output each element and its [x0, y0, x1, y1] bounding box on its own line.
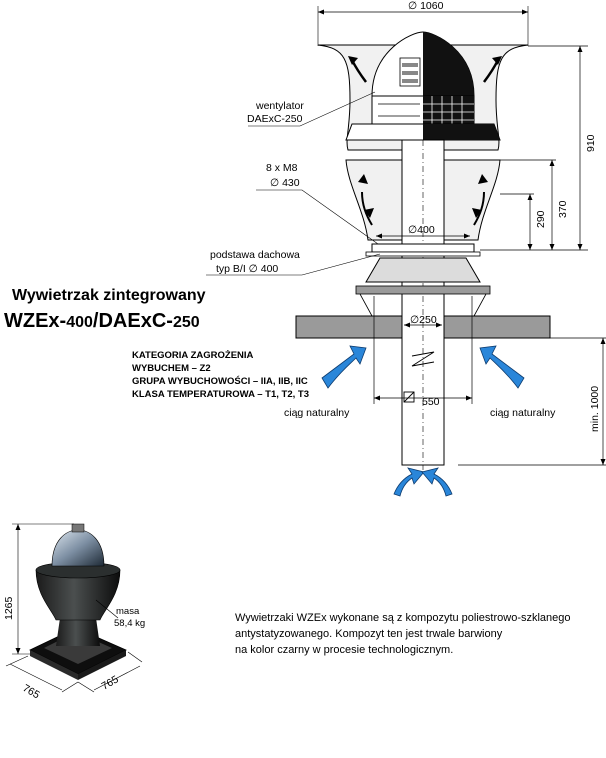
- label-base-2: typ B/I ∅ 400: [216, 263, 278, 275]
- label-d550: 550: [422, 396, 440, 408]
- label-h910: 910: [585, 134, 597, 152]
- category-line-2: WYBUCHEM – Z2: [132, 363, 211, 374]
- category-line-1: KATEGORIA ZAGROŻENIA: [132, 350, 254, 361]
- label-h290: 290: [535, 210, 547, 228]
- category-line-3: GRUPA WYBUCHOWOŚCI – IIA, IIB, IIC: [132, 375, 308, 387]
- fan-assembly: [345, 31, 501, 141]
- label-fan-2: DAExC-250: [247, 113, 303, 125]
- note-line-1: Wywietrzaki WZEx wykonane są z kompozytu…: [235, 612, 571, 624]
- roof-base: [355, 243, 491, 295]
- label-fan-1: wentylator: [255, 100, 304, 112]
- label-mass-2: 58,4 kg: [114, 618, 145, 629]
- leader-lines: [206, 91, 381, 276]
- roof-slab: [295, 293, 551, 339]
- label-bolts-2: ∅ 430: [270, 177, 300, 189]
- label-draft-left: ciąg naturalny: [284, 407, 350, 419]
- intake-arrows-blue: [321, 345, 525, 497]
- dimension-diameters: [373, 235, 473, 404]
- product-3d-view: [29, 523, 127, 680]
- label-base-1: podstawa dachowa: [210, 249, 300, 261]
- label-min1000: min. 1000: [589, 386, 601, 432]
- hazard-category: KATEGORIA ZAGROŻENIA WYBUCHEM – Z2 GRUPA…: [132, 350, 309, 400]
- dimension-min1000: [458, 337, 606, 466]
- dimension-heights: [480, 45, 588, 251]
- dimension-1060: ∅ 1060: [317, 0, 529, 46]
- label-h1265: 1265: [3, 596, 15, 620]
- title-line2: WZEx-400/DAExC-250: [4, 310, 200, 332]
- label-draft-right: ciąg naturalny: [490, 407, 556, 419]
- title-line1: Wywietrzak zintegrowany: [12, 287, 206, 304]
- exhaust-arrows: [348, 56, 502, 83]
- note-line-2: antystatyzowanego. Kompozyt ten jest trw…: [235, 628, 503, 640]
- label-mass-1: masa: [116, 606, 140, 617]
- label-w765-right: 765: [100, 673, 121, 692]
- note-line-3: na kolor czarny w procesie technologiczn…: [235, 644, 454, 656]
- product-dimensions: [5, 523, 143, 693]
- label-d400: ∅400: [408, 224, 435, 236]
- category-line-4: KLASA TEMPERATUROWA – T1, T2, T3: [132, 389, 309, 400]
- central-pipe: [401, 139, 445, 470]
- label-d250: ∅250: [410, 314, 437, 326]
- label-bolts-1: 8 x M8: [266, 162, 298, 174]
- label-d1060: ∅ 1060: [408, 0, 444, 12]
- label-h370: 370: [557, 200, 569, 218]
- material-note: Wywietrzaki WZEx wykonane są z kompozytu…: [235, 610, 595, 658]
- label-w765-left: 765: [21, 682, 42, 701]
